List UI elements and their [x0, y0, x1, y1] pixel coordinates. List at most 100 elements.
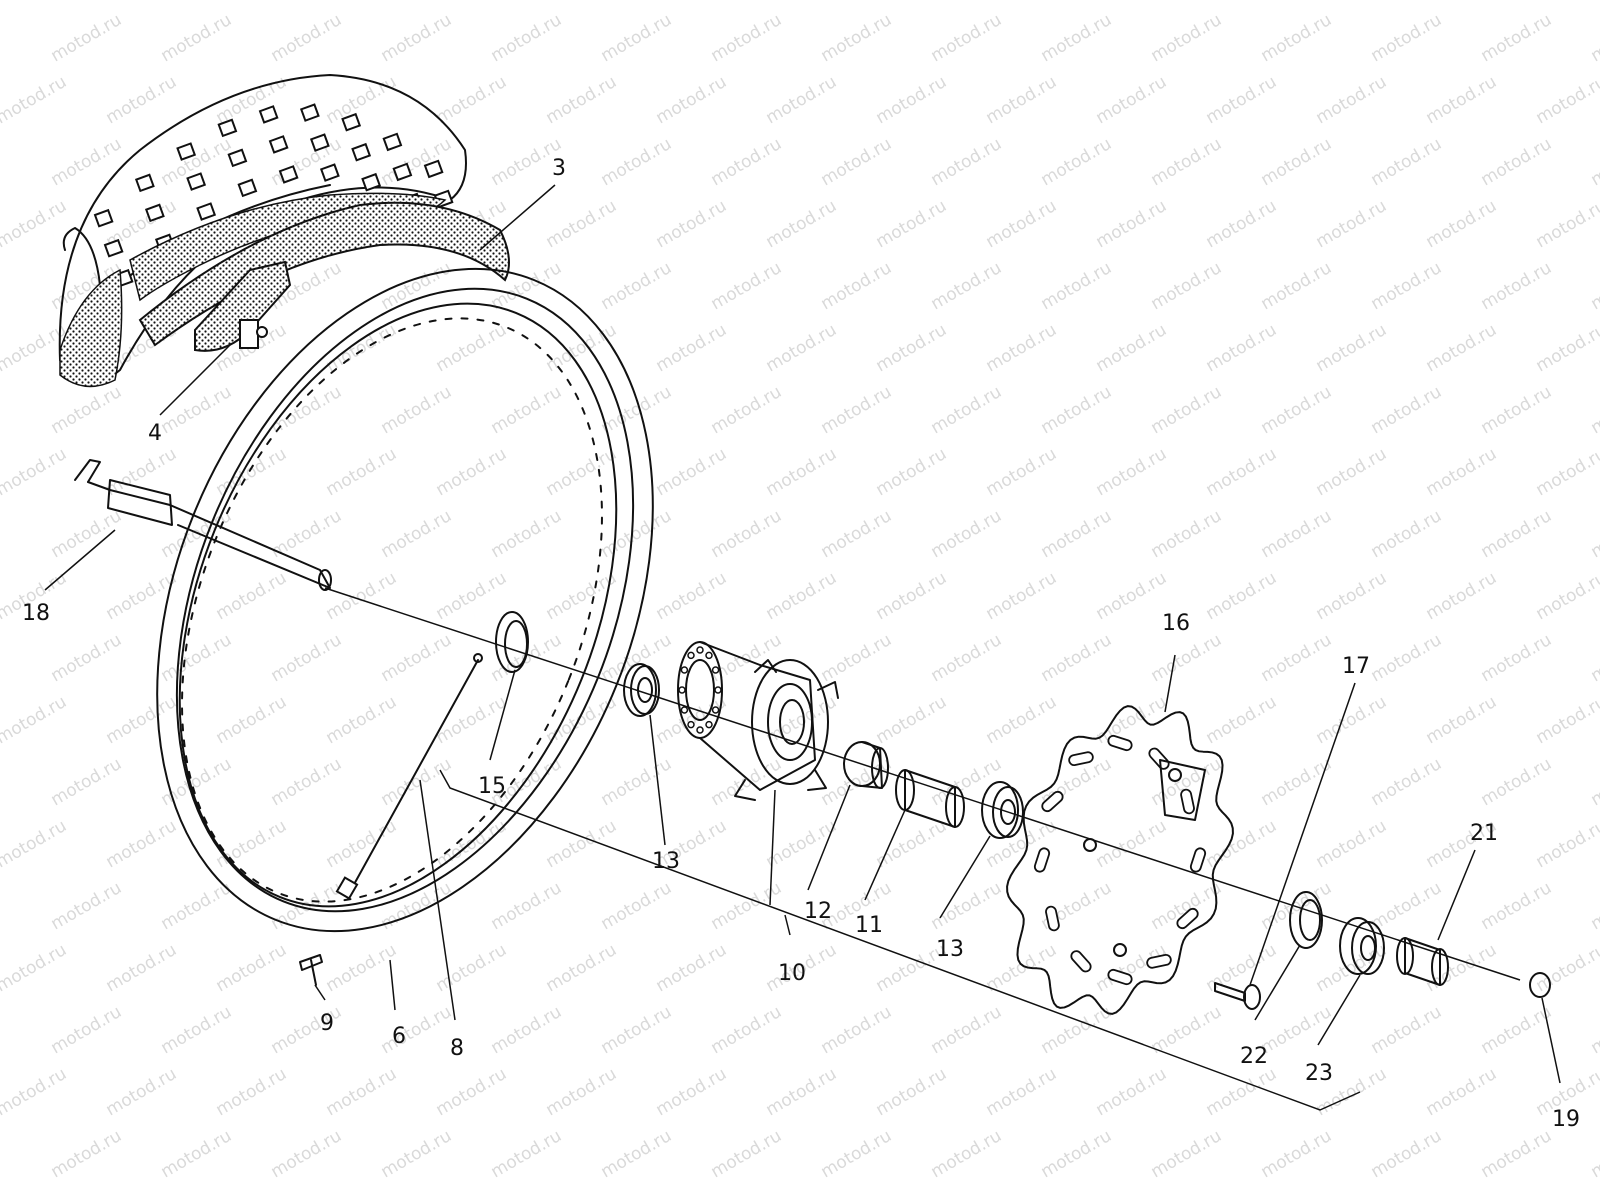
watermark-text: motod.ru: [1038, 506, 1116, 562]
watermark-text: motod.ru: [983, 196, 1061, 252]
watermark-text: motod.ru: [983, 444, 1061, 500]
watermark-text: motod.ru: [1313, 320, 1391, 376]
watermark-text: motod.ru: [488, 1126, 566, 1182]
watermark-text: motod.ru: [378, 1126, 456, 1182]
watermark-text: motod.ru: [1093, 940, 1171, 996]
hub-spoke-hole: [696, 726, 704, 734]
watermark-text: motod.ru: [1203, 72, 1281, 128]
hub-spoke-hole: [705, 651, 713, 660]
watermark-text: motod.ru: [1368, 506, 1446, 562]
watermark-text: motod.ru: [1423, 692, 1501, 748]
label-19: 19: [1552, 1107, 1580, 1132]
watermark-text: motod.ru: [928, 630, 1006, 686]
watermark-text: motod.ru: [1368, 258, 1446, 314]
watermark-text: motod.ru: [708, 10, 786, 66]
watermark-text: motod.ru: [598, 878, 676, 934]
disc-slot: [1146, 953, 1172, 969]
spoke-nipple: [299, 954, 323, 986]
watermark-text: motod.ru: [48, 754, 126, 810]
watermark-text: motod.ru: [1038, 10, 1116, 66]
watermark-text: motod.ru: [213, 1064, 291, 1120]
watermark-text: motod.ru: [488, 1002, 566, 1058]
circlip: [1289, 891, 1323, 949]
disc-slot: [1045, 905, 1060, 932]
watermark-text: motod.ru: [1368, 1002, 1446, 1058]
watermark-text: motod.ru: [598, 134, 676, 190]
watermark-text: motod.ru: [763, 72, 841, 128]
watermark-text: motod.ru: [488, 506, 566, 562]
watermark-text: motod.ru: [433, 568, 511, 624]
watermark-text: motod.ru: [818, 134, 896, 190]
rim-lock: [194, 260, 292, 352]
watermark-text: motod.ru: [873, 0, 951, 4]
watermark-text: motod.ru: [268, 754, 346, 810]
watermark-text: motod.ru: [763, 320, 841, 376]
watermark-text: motod.ru: [1533, 568, 1600, 624]
watermark-text: motod.ru: [48, 630, 126, 686]
watermark-text: motod.ru: [1313, 72, 1391, 128]
watermark-text: motod.ru: [378, 382, 456, 438]
watermark-text: motod.ru: [1588, 506, 1600, 562]
hub-spoke-hole: [696, 646, 704, 654]
watermark-text: motod.ru: [1588, 1126, 1600, 1182]
watermark-text: motod.ru: [48, 134, 126, 190]
watermark-text: motod.ru: [983, 940, 1061, 996]
watermark-text: motod.ru: [158, 1126, 236, 1182]
watermark-text: motod.ru: [213, 0, 291, 4]
watermark-text: motod.ru: [323, 1064, 401, 1120]
watermark-text: motod.ru: [323, 444, 401, 500]
bushing-12: [843, 741, 889, 789]
watermark-text: motod.ru: [103, 692, 181, 748]
label-21: 21: [1470, 821, 1498, 846]
watermark-text: motod.ru: [708, 1002, 786, 1058]
disc-slot: [1107, 968, 1133, 986]
watermark-text: motod.ru: [1368, 1126, 1446, 1182]
label-15: 15: [478, 774, 506, 799]
watermark-text: motod.ru: [378, 878, 456, 934]
tread-knob: [278, 165, 299, 184]
watermark-text: motod.ru: [1038, 630, 1116, 686]
watermark-text: motod.ru: [1313, 196, 1391, 252]
watermark-text: motod.ru: [1203, 816, 1281, 872]
watermark-text: motod.ru: [818, 382, 896, 438]
watermark-text: motod.ru: [1533, 444, 1600, 500]
watermark-text: motod.ru: [0, 940, 70, 996]
watermark-text: motod.ru: [763, 568, 841, 624]
tread-knob: [237, 178, 258, 198]
watermark-text: motod.ru: [1368, 10, 1446, 66]
watermark-text: motod.ru: [983, 72, 1061, 128]
label-22: 22: [1240, 1044, 1268, 1069]
disc-slot: [1176, 907, 1199, 930]
watermark-text: motod.ru: [818, 258, 896, 314]
tread-knob: [196, 202, 217, 221]
watermark-text: motod.ru: [158, 506, 236, 562]
watermark-text: motod.ru: [48, 10, 126, 66]
watermark-text: motod.ru: [763, 1064, 841, 1120]
tread-knob: [258, 105, 279, 124]
watermark-text: motod.ru: [1148, 506, 1226, 562]
tread-knob: [382, 132, 403, 152]
tread-knob: [134, 173, 155, 193]
watermark-text: motod.ru: [598, 258, 676, 314]
watermark-text: motod.ru: [1148, 630, 1226, 686]
watermark-text: motod.ru: [103, 940, 181, 996]
watermark-text: motod.ru: [653, 1064, 731, 1120]
hub-spoke-hole: [687, 651, 695, 660]
watermark-text: motod.ru: [0, 444, 70, 500]
watermark-text: motod.ru: [1368, 382, 1446, 438]
label-3: 3: [552, 156, 566, 181]
watermark-text: motod.ru: [1588, 630, 1600, 686]
watermark-text: motod.ru: [1423, 1064, 1501, 1120]
watermark-text: motod.ru: [268, 630, 346, 686]
watermark-text: motod.ru: [1533, 940, 1600, 996]
watermark-text: motod.ru: [598, 630, 676, 686]
watermark-text: motod.ru: [983, 320, 1061, 376]
label-13b: 13: [936, 937, 964, 962]
watermark-text: motod.ru: [1203, 692, 1281, 748]
label-13a: 13: [652, 849, 680, 874]
label-8: 8: [450, 1036, 464, 1061]
watermark-text: motod.ru: [1258, 382, 1336, 438]
watermark-text: motod.ru: [1423, 72, 1501, 128]
disc-slot: [1041, 790, 1064, 813]
spoke: [335, 653, 483, 900]
